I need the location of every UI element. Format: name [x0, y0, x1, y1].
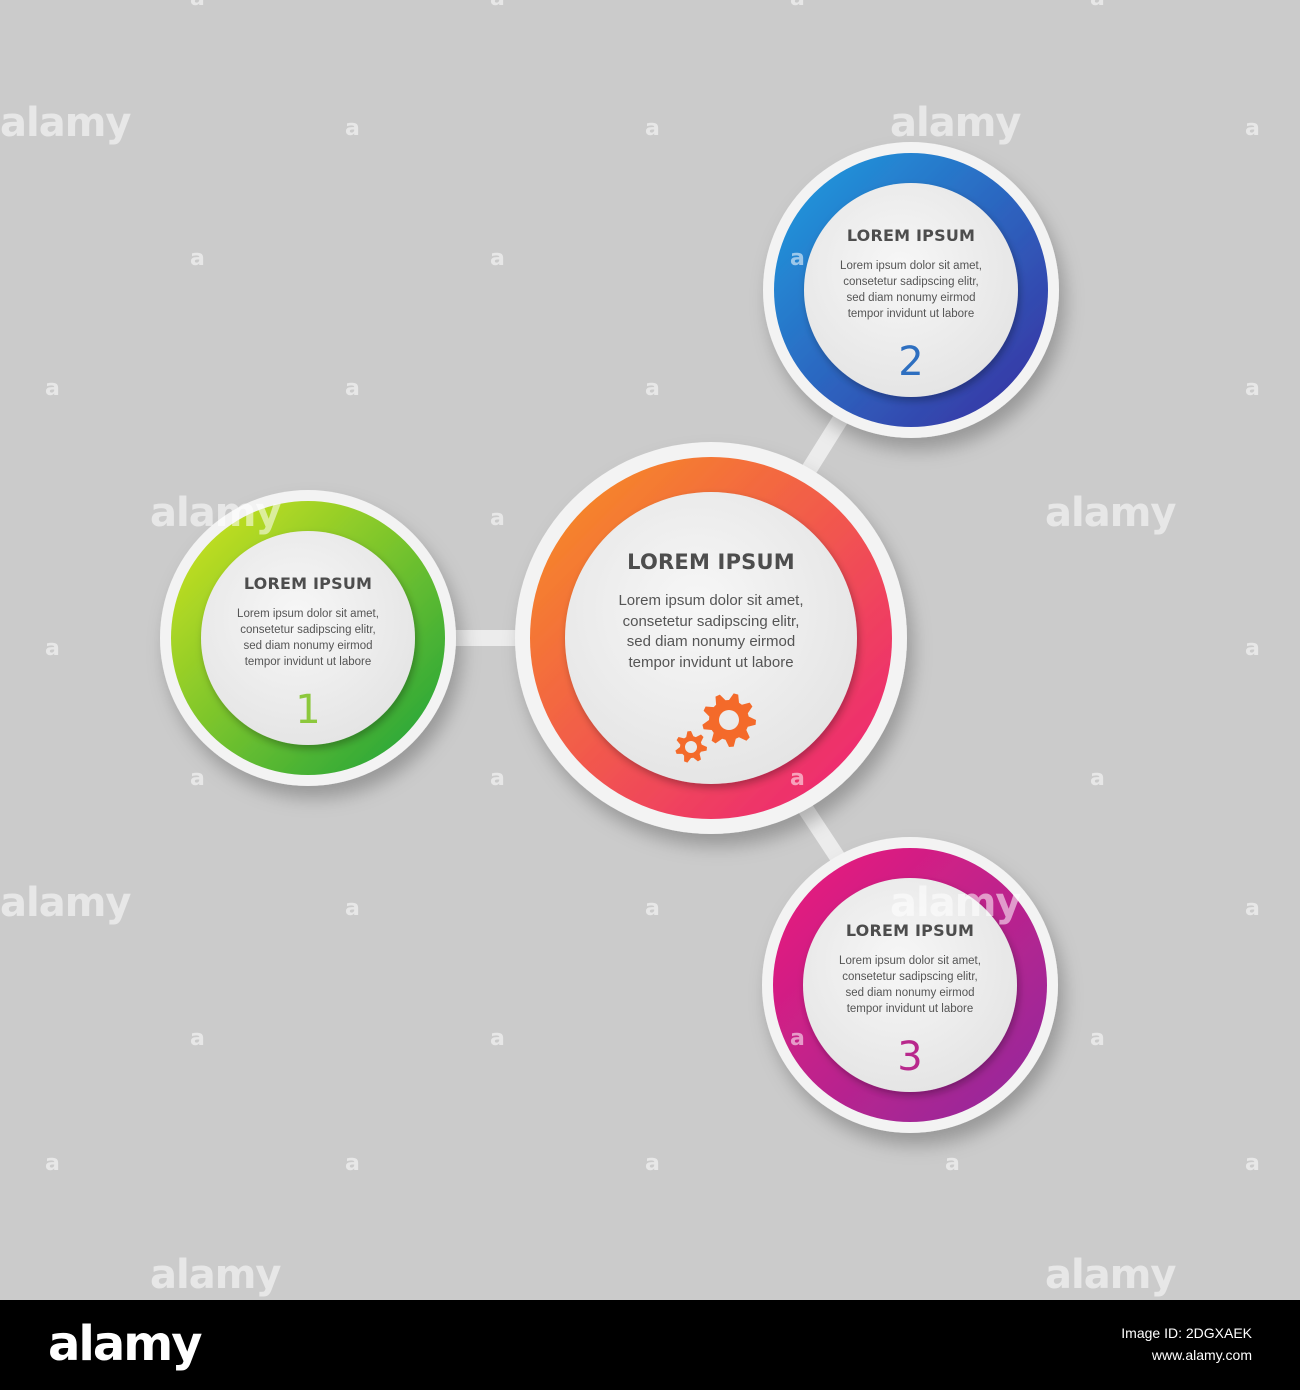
watermark-word: alamy	[150, 490, 281, 536]
node-1-circle	[160, 490, 456, 786]
watermark-letter: a	[1090, 0, 1105, 11]
center-body-line: sed diam nonumy eirmod	[626, 633, 796, 650]
node-3-body-line: sed diam nonumy eirmod	[845, 987, 975, 999]
center-text: LOREM IPSUM Lorem ipsum dolor sit amet, …	[561, 549, 861, 673]
watermark-letter: a	[190, 246, 205, 271]
node-2-body: Lorem ipsum dolor sit amet, consetetur s…	[811, 258, 1011, 322]
node-2-text: LOREM IPSUM Lorem ipsum dolor sit amet, …	[811, 226, 1011, 384]
node-3-text: LOREM IPSUM Lorem ipsum dolor sit amet, …	[810, 921, 1010, 1079]
node-3-body-line: consetetur sadipscing elitr,	[842, 971, 978, 983]
node-2-body-line: Lorem ipsum dolor sit amet,	[840, 260, 982, 272]
watermark-word: alamy	[0, 880, 131, 926]
watermark-word: alamy	[890, 100, 1021, 146]
node-3-body-line: Lorem ipsum dolor sit amet,	[839, 955, 981, 967]
node-2-body-line: sed diam nonumy eirmod	[846, 292, 976, 304]
node-1-body-line: tempor invidunt ut labore	[244, 656, 372, 668]
watermark-word: alamy	[150, 1252, 281, 1298]
node-2-body-line: tempor invidunt ut labore	[847, 308, 975, 320]
connector-node3	[797, 800, 846, 866]
footer-bar: alamy Image ID: 2DGXAEK www.alamy.com	[0, 1300, 1300, 1390]
watermark-letter: a	[490, 0, 505, 11]
image-id: Image ID: 2DGXAEK	[1121, 1325, 1252, 1341]
node-1-body-line: sed diam nonumy eirmod	[243, 640, 373, 652]
node-1-text: LOREM IPSUM Lorem ipsum dolor sit amet, …	[208, 574, 408, 732]
node-1-body-line: Lorem ipsum dolor sit amet,	[237, 608, 379, 620]
watermark-letter: a	[45, 636, 60, 661]
infographic-canvas: alamy alamy alamy alamy alamy alamy alamy alamy…	[0, 0, 1260, 1298]
node-2-circle	[763, 142, 1059, 438]
watermark-letter: a	[45, 376, 60, 401]
footer-logo[interactable]: alamy	[48, 1316, 203, 1372]
watermark-letter: a	[490, 506, 505, 531]
site-link[interactable]: www.alamy.com	[1151, 1347, 1252, 1363]
watermark-letter: a	[1090, 1026, 1105, 1051]
node-1-title: LOREM IPSUM	[243, 574, 373, 593]
watermark-letter: a	[490, 766, 505, 791]
watermark-letter: a	[645, 1151, 660, 1176]
watermark-letter: a	[790, 766, 805, 791]
watermark-letter: a	[1245, 1151, 1260, 1176]
watermark-letter: a	[1245, 116, 1260, 141]
connectors	[442, 404, 853, 866]
watermark-word: alamy	[0, 100, 131, 146]
center-circle	[515, 442, 907, 834]
watermark-letter: a	[345, 116, 360, 141]
center-title: LOREM IPSUM	[627, 550, 795, 574]
node-2-body-line: consetetur sadipscing elitr,	[843, 276, 979, 288]
watermark-letter: a	[490, 246, 505, 271]
watermark-letter: a	[945, 1151, 960, 1176]
watermark-letter: a	[345, 376, 360, 401]
watermark-letter: a	[45, 1151, 60, 1176]
center-body-line: tempor invidunt ut labore	[628, 653, 794, 671]
gears-icon	[675, 693, 756, 763]
watermark-letter: a	[645, 116, 660, 141]
node-1-number: 1	[295, 687, 321, 733]
node-2-title: LOREM IPSUM	[846, 226, 976, 245]
watermark-letter: a	[345, 1151, 360, 1176]
watermark-letter: a	[1245, 376, 1260, 401]
watermark-word: alamy	[890, 880, 1021, 926]
node-3-number: 3	[897, 1034, 923, 1080]
watermark-letter: a	[1090, 766, 1105, 791]
watermark-letter: a	[190, 0, 205, 11]
node-1-body-line: consetetur sadipscing elitr,	[240, 624, 376, 636]
gear-small-icon	[675, 731, 707, 763]
gear-large-icon	[702, 693, 756, 747]
diagram-graphics	[160, 142, 1059, 1133]
node-3-body-line: tempor invidunt ut labore	[846, 1003, 974, 1015]
node-1-body: Lorem ipsum dolor sit amet, consetetur s…	[208, 606, 408, 670]
node-3-body: Lorem ipsum dolor sit amet, consetetur s…	[810, 953, 1010, 1017]
node-3-title: LOREM IPSUM	[845, 921, 975, 940]
watermark-letter: a	[790, 0, 805, 11]
node-3-circle	[762, 837, 1058, 1133]
footer-image-info: Image ID: 2DGXAEK www.alamy.com	[1121, 1322, 1252, 1366]
center-body-line: consetetur sadipscing elitr,	[622, 612, 800, 630]
watermark-letter: a	[790, 1026, 805, 1051]
watermark-letter: a	[645, 896, 660, 921]
watermark-word: alamy	[1045, 1252, 1176, 1298]
watermark-letter: a	[190, 1026, 205, 1051]
watermark-letter: a	[1245, 636, 1260, 661]
node-2-number: 2	[898, 339, 924, 385]
center-body-line: Lorem ipsum dolor sit amet,	[618, 592, 804, 609]
watermark-letter: a	[490, 1026, 505, 1051]
watermark-letter: a	[190, 766, 205, 791]
watermark-letter: a	[1245, 896, 1260, 921]
watermark-word: alamy	[1045, 490, 1176, 536]
connector-node2	[802, 404, 853, 476]
center-body: Lorem ipsum dolor sit amet, consetetur s…	[561, 591, 861, 673]
watermark-letter: a	[645, 376, 660, 401]
watermark-letter: a	[790, 246, 805, 271]
watermark-letter: a	[345, 896, 360, 921]
